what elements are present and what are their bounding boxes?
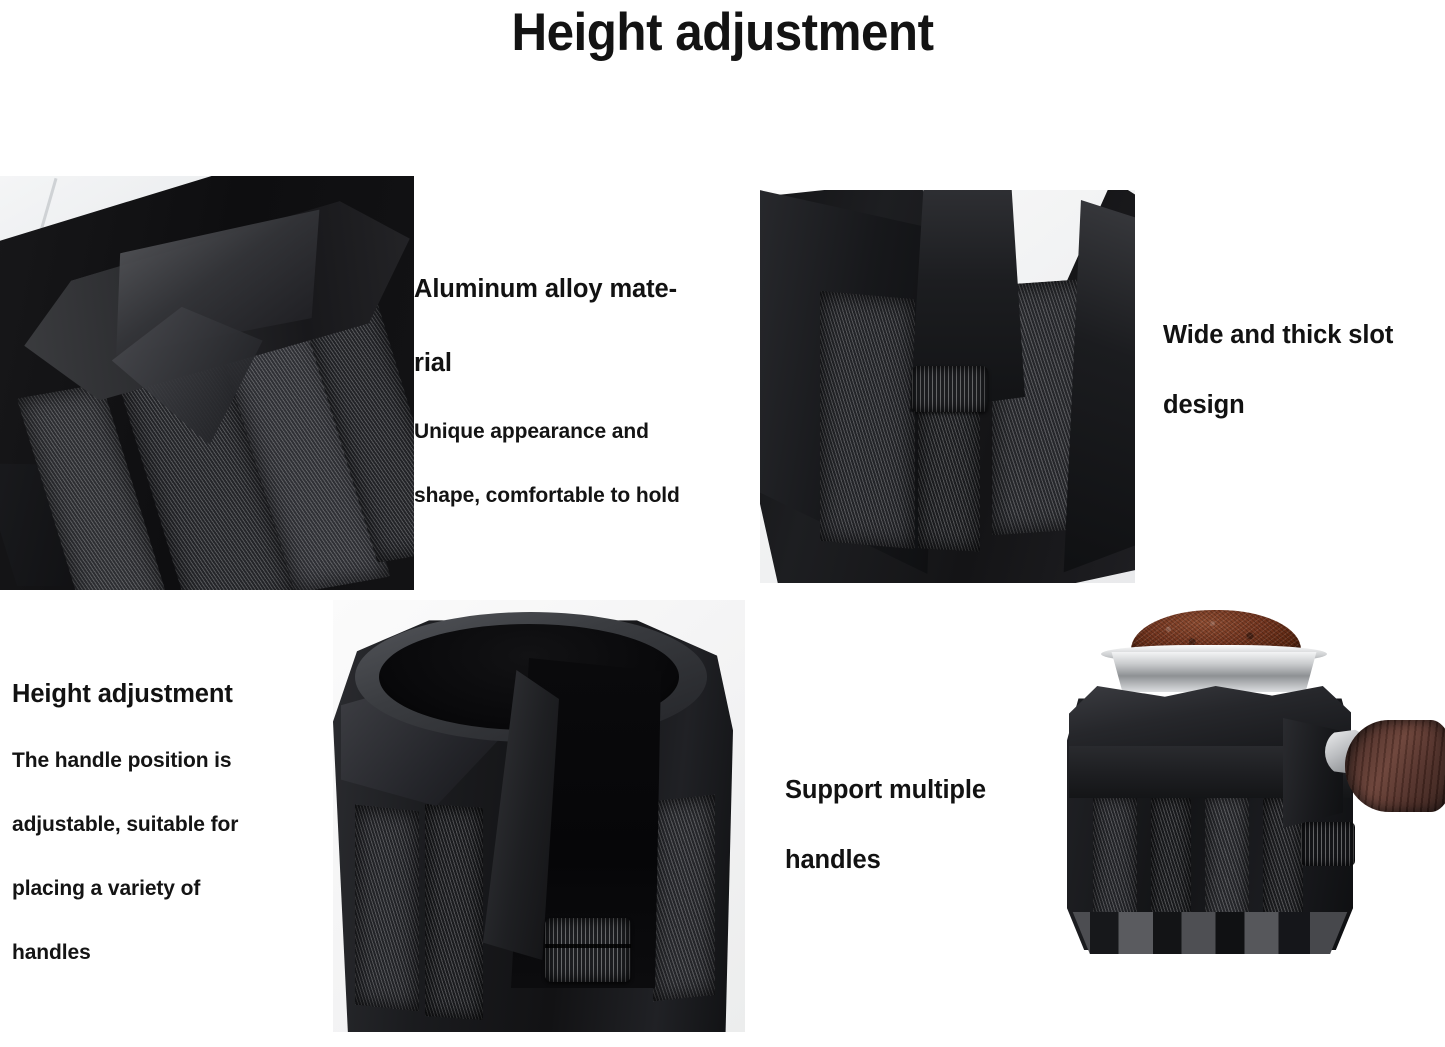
- photo-slot-design: [760, 190, 1135, 583]
- wooden-handle-grain: [1345, 720, 1445, 812]
- caption-heading: Height adjustment: [12, 680, 233, 708]
- knurl-band: [355, 804, 419, 1012]
- knurled-adjustment-screw: [1301, 822, 1355, 866]
- caption-heading-line-2: handles: [785, 846, 881, 874]
- knurled-adjustment-screw: [912, 366, 988, 412]
- station-faceted-base: [1072, 912, 1348, 954]
- knurl-band: [820, 290, 915, 550]
- caption-body-line-3: placing a variety of: [12, 877, 201, 900]
- caption-heading-line-2: rial: [414, 349, 452, 377]
- caption-slot-design: Wide and thick slot design: [1163, 300, 1443, 440]
- caption-heading-line-1: Support multiple: [785, 776, 986, 804]
- caption-body-line-2: adjustable, suitable for: [12, 813, 239, 836]
- photo-cup-top-view: [333, 600, 745, 1032]
- caption-support-handles: Support multiple handles: [785, 755, 1045, 895]
- knurl-band: [425, 803, 483, 1021]
- caption-heading-line-1: Wide and thick slot: [1163, 321, 1394, 349]
- page-title: Height adjustment: [511, 3, 934, 62]
- knurl-band: [653, 794, 715, 1002]
- caption-body-line-4: handles: [12, 941, 91, 964]
- knob-seam: [545, 944, 631, 948]
- caption-height-adjustment: Height adjustment The handle position is…: [12, 667, 332, 985]
- caption-body-line-1: Unique appearance and: [414, 420, 649, 443]
- wooden-handle: [1345, 720, 1445, 812]
- photo-with-portafilter: [1053, 600, 1445, 992]
- caption-aluminum-alloy: Aluminum alloy mate- rial Unique appeara…: [414, 252, 734, 528]
- caption-heading-line-2: design: [1163, 391, 1245, 419]
- caption-body-line-1: The handle position is: [12, 749, 232, 772]
- portafilter-basket-rim: [1111, 652, 1317, 692]
- knurled-adjustment-knob: [545, 918, 631, 982]
- caption-heading-line-1: Aluminum alloy mate-: [414, 275, 677, 303]
- photo-aluminum-closeup: [0, 176, 414, 590]
- caption-body-line-2: shape, comfortable to hold: [414, 484, 680, 507]
